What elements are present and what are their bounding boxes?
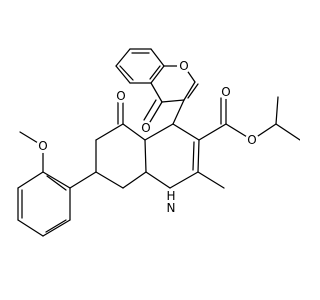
ester-ether-oxygen-label: O	[247, 133, 256, 147]
bond	[69, 171, 97, 189]
double-bond	[119, 65, 134, 81]
atom-label-background	[36, 139, 50, 153]
bond	[150, 65, 165, 84]
bond	[95, 171, 124, 189]
double-bond	[187, 83, 199, 99]
bond	[275, 123, 300, 141]
bond	[161, 99, 185, 103]
double-bond	[149, 65, 161, 80]
bond	[122, 171, 147, 189]
bond	[183, 81, 196, 101]
chromone-ring-oxygen-label: O	[179, 59, 188, 73]
bond	[150, 82, 163, 103]
bond	[115, 48, 131, 67]
bond	[144, 139, 147, 173]
atom-label-background	[139, 121, 153, 135]
bond	[95, 123, 124, 141]
chromone-carbonyl-oxygen-label: O	[141, 121, 150, 135]
bond	[17, 219, 44, 237]
bond	[145, 171, 171, 189]
bond	[150, 48, 165, 67]
ester-carbonyl-oxygen-label: O	[221, 85, 230, 99]
bond	[17, 171, 44, 189]
atom-label-background	[114, 89, 128, 103]
double-bond	[143, 99, 157, 121]
methoxy-oxygen-label: O	[38, 139, 47, 153]
bond	[172, 123, 200, 141]
bond-layer	[17, 48, 300, 237]
atom-label-background	[219, 85, 233, 99]
bond	[122, 123, 146, 141]
double-bond	[46, 175, 67, 191]
bond	[144, 123, 174, 141]
bond	[275, 96, 279, 125]
bond	[42, 171, 71, 189]
bond	[172, 99, 185, 125]
ketone-oxygen-label: O	[116, 89, 125, 103]
bond	[42, 219, 71, 237]
bond	[198, 123, 227, 141]
atom-label-background	[165, 190, 177, 214]
atom-label-background	[245, 133, 259, 147]
atom-label-background	[177, 59, 191, 73]
bond	[149, 101, 163, 123]
bond	[197, 139, 200, 173]
bond	[197, 171, 225, 189]
double-bond	[45, 219, 67, 233]
double-bond	[192, 141, 195, 171]
bond	[115, 65, 131, 84]
bond	[169, 171, 199, 189]
